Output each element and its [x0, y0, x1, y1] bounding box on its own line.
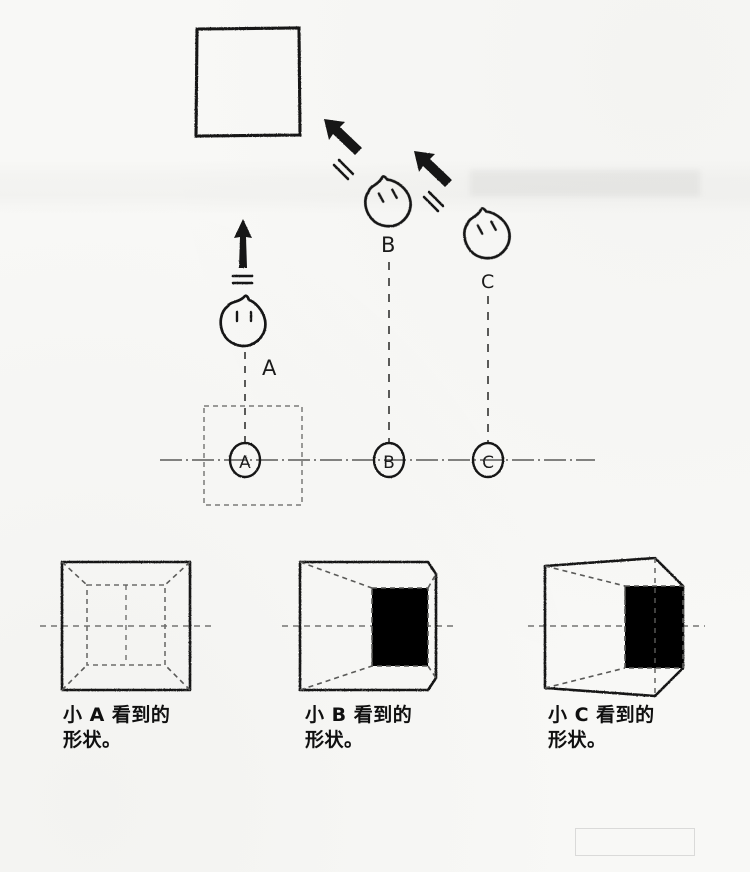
panel-caption-c: 小 C 看到的 形状。: [548, 704, 655, 751]
panel-cube-c: [528, 556, 705, 698]
panel-caption-a: 小 A 看到的 形状。: [63, 704, 171, 751]
arrow-b: [324, 119, 362, 181]
head-label-c: C: [481, 271, 494, 293]
head-label-a: A: [262, 356, 277, 380]
svg-text:C: C: [481, 271, 494, 293]
ground-marker-b: B: [372, 441, 406, 479]
arrow-c: [414, 151, 452, 213]
arrow-a: [231, 219, 254, 285]
head-label-b: B: [381, 233, 395, 257]
svg-text:B: B: [383, 453, 395, 473]
panel-cube-b: [282, 560, 455, 692]
ground-marker-a: A: [228, 441, 262, 479]
observer-head-c: [462, 207, 511, 260]
observer-head-b: [363, 175, 412, 228]
ground-marker-c: C: [471, 441, 505, 479]
panel-cube-a: [40, 560, 212, 692]
svg-text:A: A: [239, 453, 251, 473]
svg-text:C: C: [482, 453, 494, 473]
footprint-box-a: [203, 405, 303, 506]
svg-text:A: A: [262, 356, 277, 380]
svg-text:B: B: [381, 233, 395, 257]
square-object: [194, 26, 302, 138]
observer-head-a: [219, 294, 267, 348]
panel-caption-b: 小 B 看到的 形状。: [305, 704, 413, 751]
